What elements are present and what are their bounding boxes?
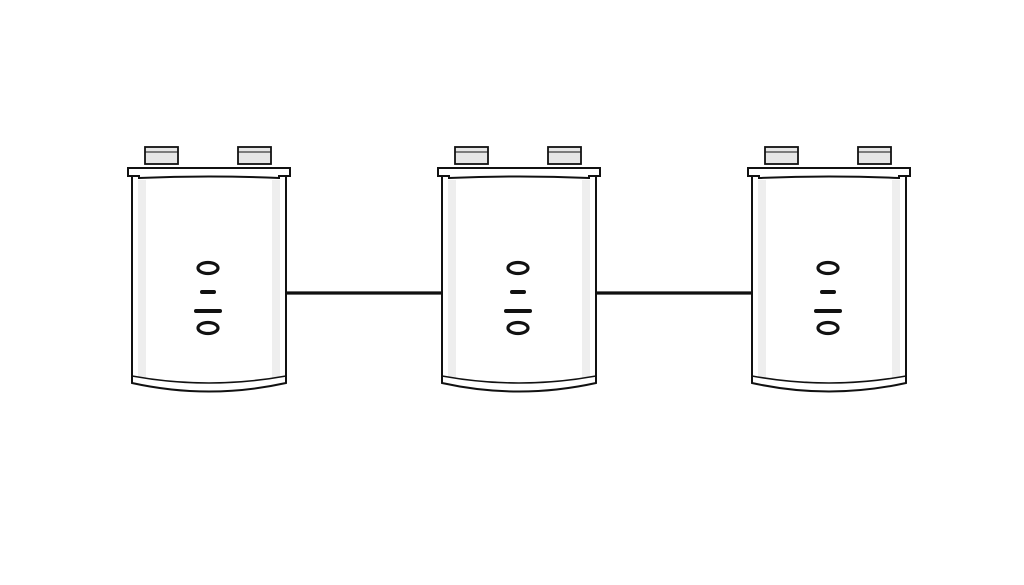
battery-body [441, 175, 597, 393]
battery-cap [127, 167, 291, 180]
bottom-rim [131, 375, 287, 384]
circle-symbol-icon [506, 320, 530, 336]
circle-symbol-icon [196, 260, 220, 276]
negative-terminal [857, 146, 892, 165]
body-shade-left [448, 180, 456, 378]
battery [437, 146, 601, 393]
positive-terminal [764, 146, 799, 165]
body-shade-right [892, 180, 900, 378]
bottom-rim [441, 375, 597, 384]
positive-terminal [144, 146, 179, 165]
battery-body [751, 175, 907, 393]
battery-cap [747, 167, 911, 180]
negative-terminal [547, 146, 582, 165]
body-shade-right [272, 180, 280, 378]
circle-symbol-icon [506, 260, 530, 276]
body-shade-right [582, 180, 590, 378]
battery [747, 146, 911, 393]
battery-cap [437, 167, 601, 180]
bottom-rim [751, 375, 907, 384]
battery-body [131, 175, 287, 393]
negative-terminal [237, 146, 272, 165]
battery [127, 146, 291, 393]
body-shade-left [138, 180, 146, 378]
circle-symbol-icon [816, 260, 840, 276]
body-shade-left [758, 180, 766, 378]
circle-symbol-icon [816, 320, 840, 336]
circle-symbol-icon [196, 320, 220, 336]
positive-terminal [454, 146, 489, 165]
